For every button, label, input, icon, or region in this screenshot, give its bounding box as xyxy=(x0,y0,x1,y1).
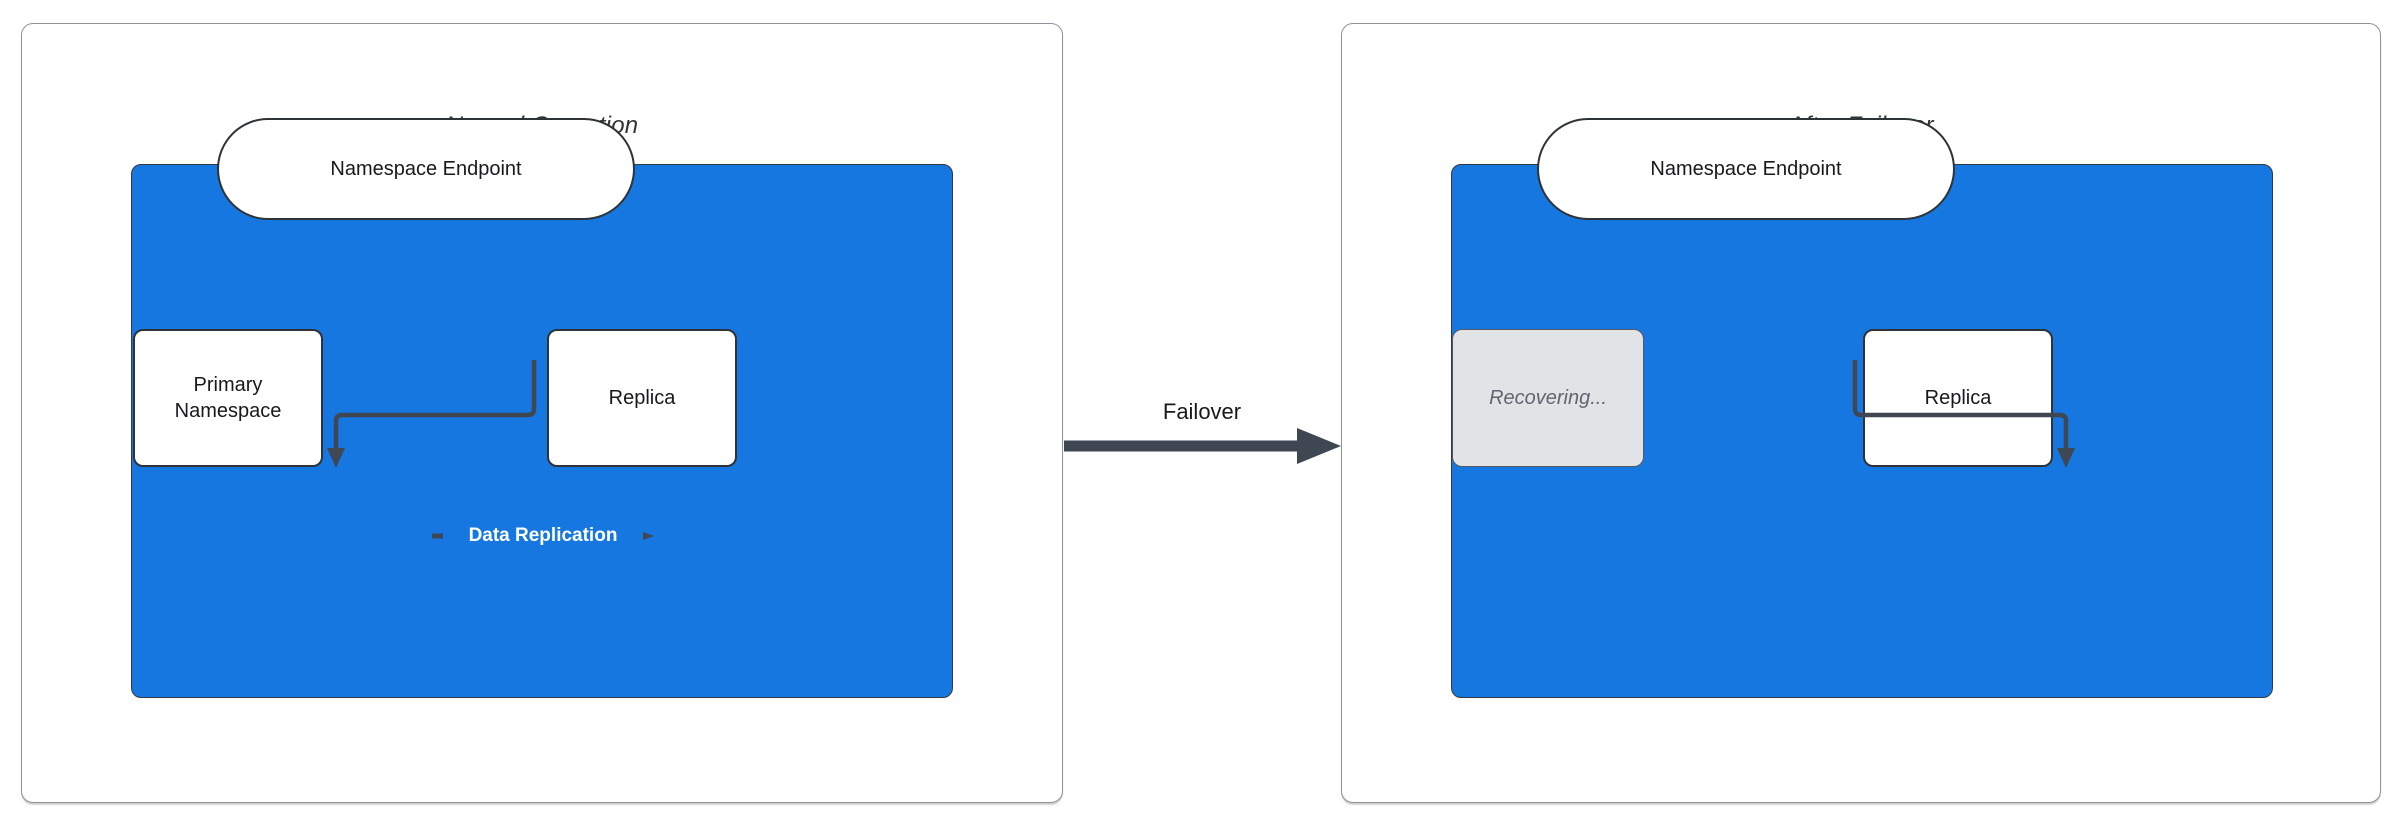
edge-label-data-replication: Data Replication xyxy=(443,523,643,549)
edge-label-failover: Failover xyxy=(1162,399,1242,424)
node-primary-namespace: Primary Namespace xyxy=(133,329,323,467)
node-namespace-endpoint-right: Namespace Endpoint xyxy=(1537,118,1955,220)
node-label: Namespace Endpoint xyxy=(1650,157,1842,180)
arrowhead-failover xyxy=(1297,428,1341,464)
node-label: Recovering... xyxy=(1489,386,1607,409)
node-replica-left: Replica xyxy=(547,329,737,467)
node-label: Namespace Endpoint xyxy=(330,157,522,180)
node-label: Primary Namespace xyxy=(174,373,282,422)
node-label: Replica xyxy=(608,386,676,409)
node-replica-right: Replica xyxy=(1863,329,2053,467)
node-namespace-endpoint-left: Namespace Endpoint xyxy=(217,118,635,220)
node-recovering: Recovering... xyxy=(1452,329,1644,467)
panel-normal-operation: Normal Operation Namespace Endpoint Prim… xyxy=(21,23,1063,803)
node-label: Replica xyxy=(1924,386,1992,409)
panel-after-failover: After Failover Namespace Endpoint Recove… xyxy=(1341,23,2381,803)
